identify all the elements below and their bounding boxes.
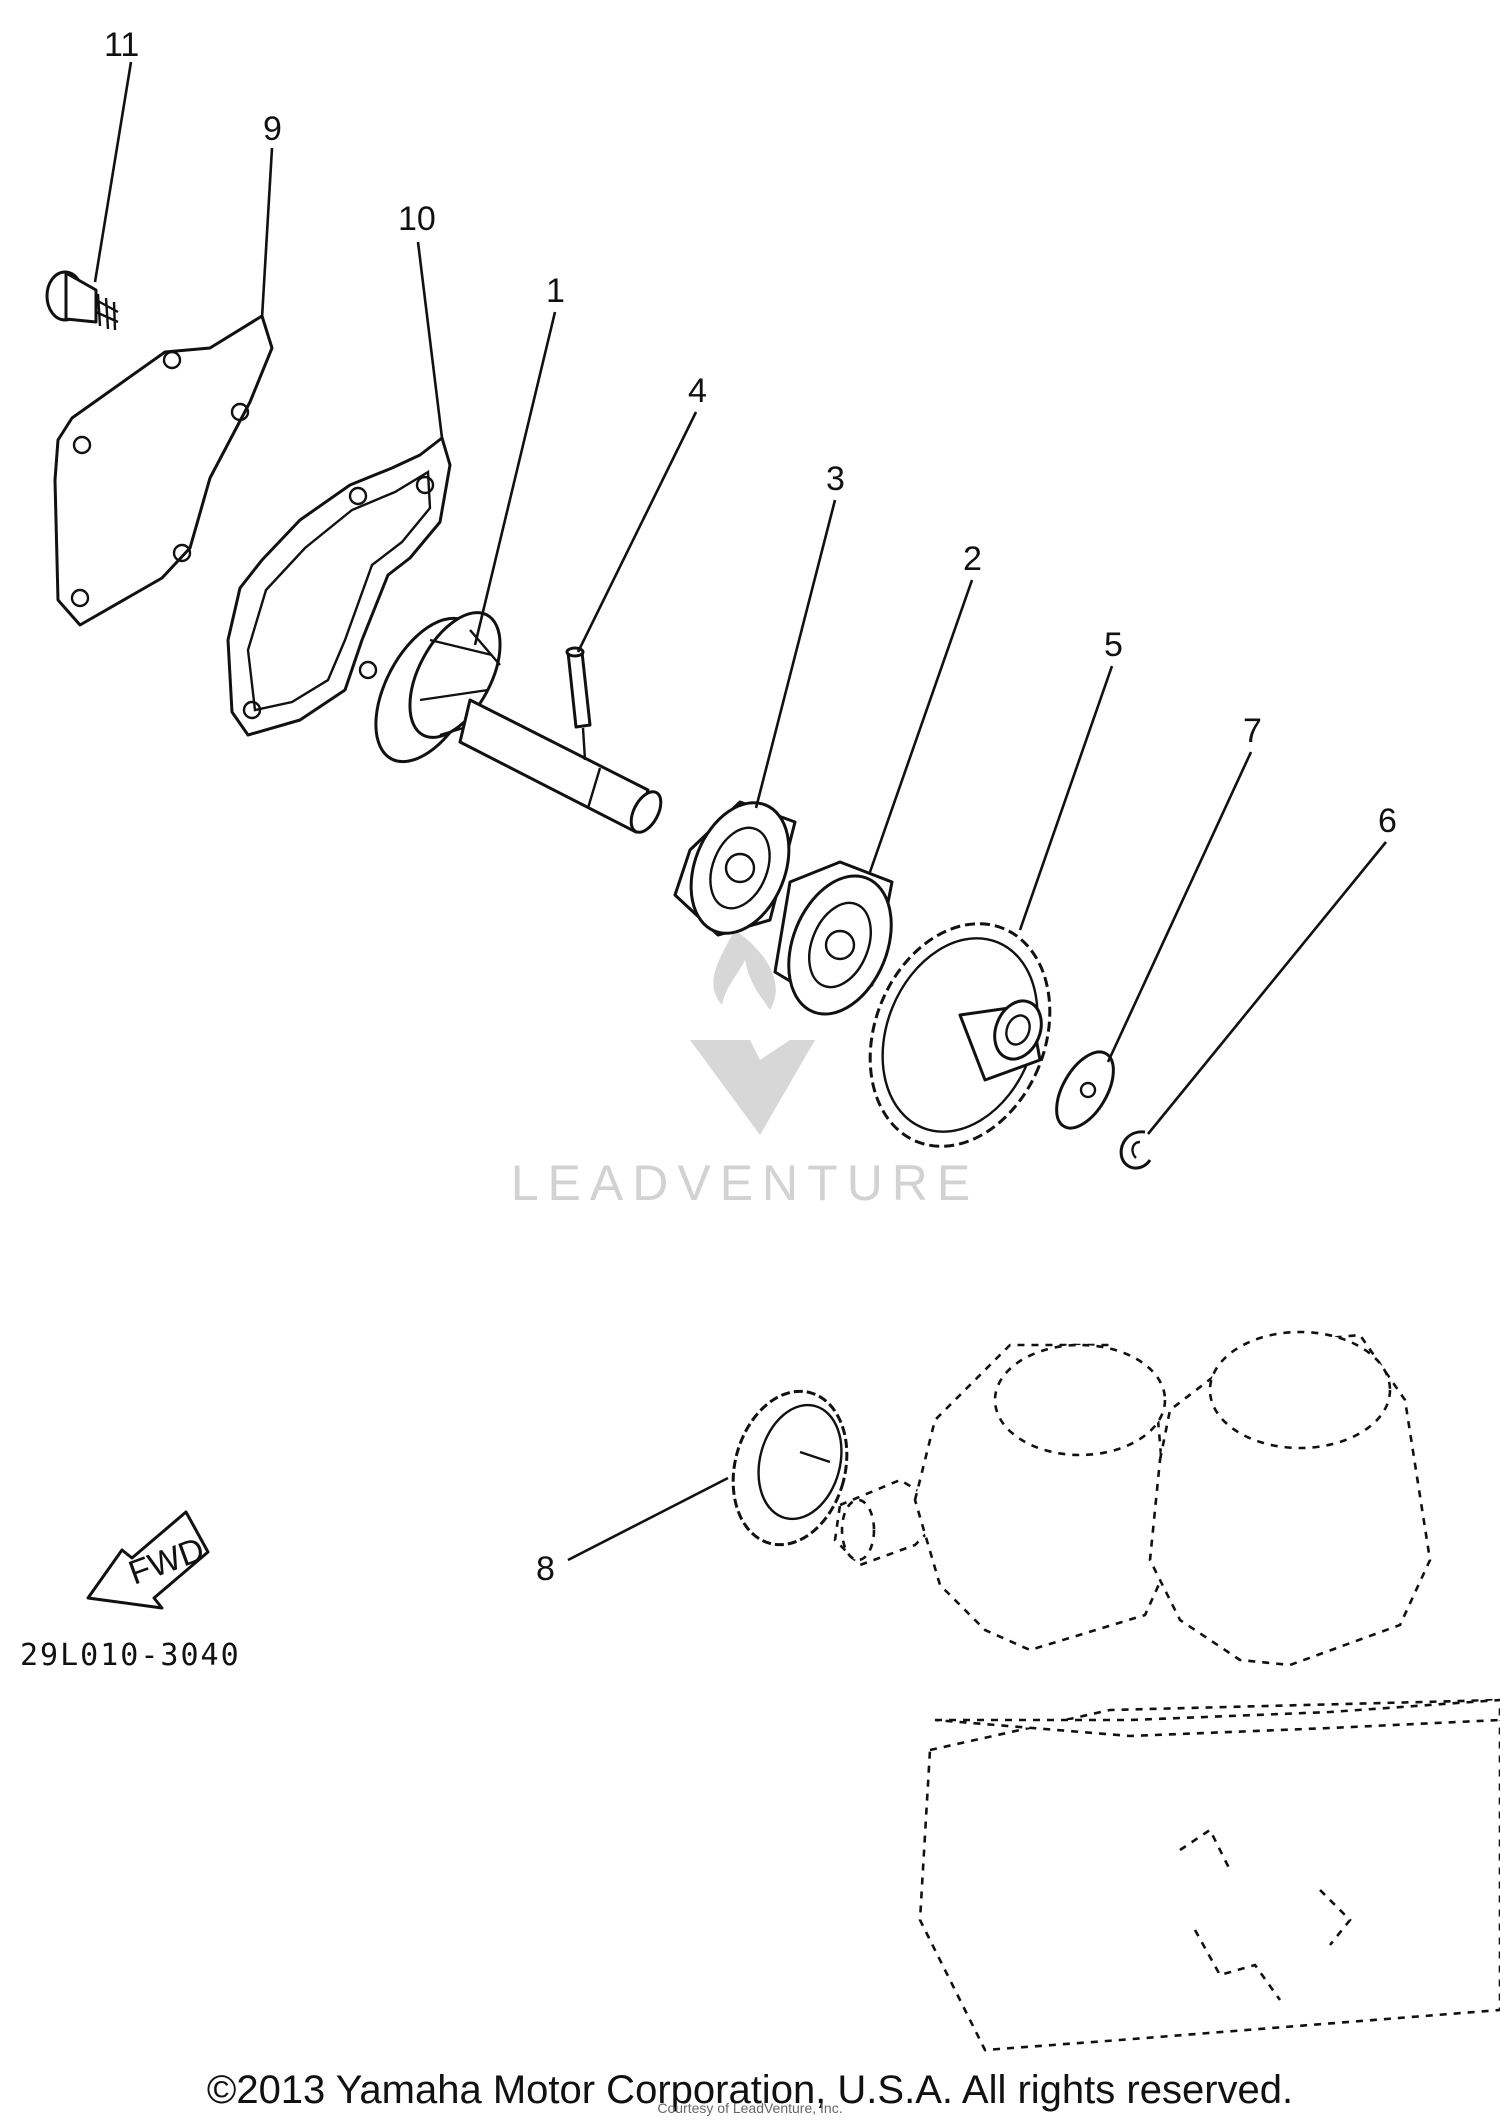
callout-3: 3 — [826, 460, 845, 498]
leader-5 — [1018, 665, 1114, 931]
leader-9 — [260, 147, 274, 319]
callout-4: 4 — [688, 372, 707, 410]
callout-5: 5 — [1104, 626, 1123, 664]
courtesy-text: Courtesy of LeadVenture, Inc. — [657, 2100, 843, 2116]
fwd-arrow-icon: FWD — [86, 1510, 210, 1610]
watermark-logo: LEADVENTURE — [511, 930, 980, 1211]
leader-8 — [567, 1476, 729, 1562]
leader-4 — [576, 411, 698, 653]
callout-6: 6 — [1378, 802, 1397, 840]
part-4-pin — [565, 646, 592, 761]
leader-6 — [1146, 841, 1388, 1135]
diagram-code: 29L010-3040 — [20, 1638, 241, 1673]
callout-1: 1 — [546, 272, 565, 310]
part-3-bearing — [673, 800, 797, 937]
callout-7: 7 — [1243, 712, 1262, 750]
leader-1 — [473, 311, 557, 646]
leader-10 — [416, 241, 444, 439]
leader-3 — [754, 499, 837, 809]
part-6-circlip — [1119, 1130, 1152, 1170]
part-10-gasket — [226, 436, 452, 737]
part-5-pump-gear — [868, 922, 1052, 1148]
callout-8: 8 — [536, 1550, 555, 1588]
callout-2: 2 — [963, 540, 982, 578]
leader-11 — [93, 61, 133, 283]
callout-10: 10 — [398, 200, 436, 238]
copyright-notice: ©2013 Yamaha Motor Corporation, U.S.A. A… — [206, 2068, 1294, 2112]
leader-7 — [1106, 751, 1253, 1063]
part-2-bearing — [773, 860, 894, 1016]
callout-9: 9 — [263, 110, 282, 148]
part-9-pump-cover — [53, 314, 274, 627]
part-11-bolt — [45, 270, 119, 331]
engine-crankshaft-outline — [833, 1330, 1500, 2052]
leader-2 — [868, 579, 974, 873]
watermark-text: LEADVENTURE — [511, 1155, 980, 1211]
part-8-drive-gear — [731, 1389, 849, 1547]
callout-11: 11 — [104, 26, 139, 64]
part-7-washer — [1055, 1050, 1115, 1130]
part-1-impeller-shaft — [374, 611, 663, 834]
